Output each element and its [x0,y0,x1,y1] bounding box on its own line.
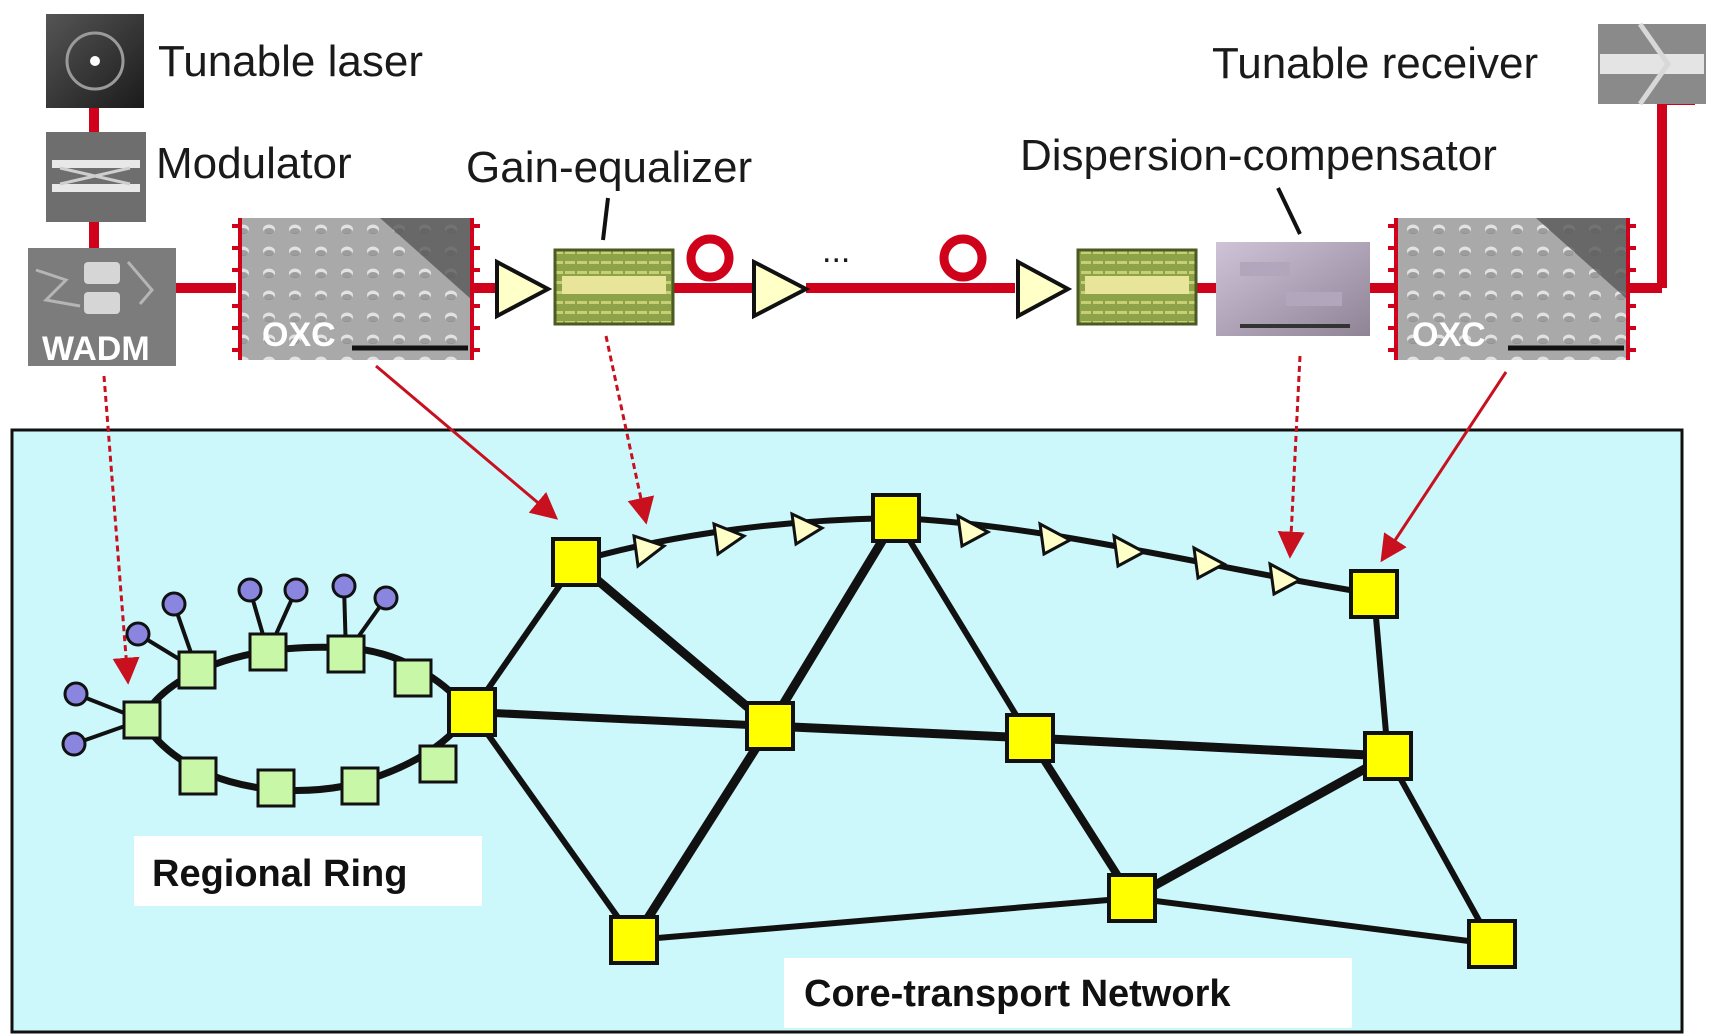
ring-client-nodes [61,573,399,757]
regional-ring-label-box [134,836,482,906]
tunable-receiver-label: Tunable receiver [1212,39,1538,88]
oxc-right-label: OXC [1412,316,1486,354]
oxc-left-photo-icon: OXC [232,218,480,360]
core-nodes [447,493,1517,969]
gain-equalizer-pointer [601,197,610,241]
tunable-laser-label: Tunable laser [158,37,423,86]
core-links [469,515,1495,947]
fiber-spool-2-icon [939,234,987,282]
ellipsis: ... [822,232,850,270]
modulator-label: Modulator [156,139,352,188]
amplifier-3-icon [1016,258,1073,320]
dispersion-compensator-photo-icon [1216,242,1370,336]
mapping-arrows [102,335,1508,685]
gain-equalizer-2-photo-icon [1076,248,1198,326]
oxc-right-photo-icon: OXC [1388,218,1636,360]
dispersion-compensator-pointer [1276,187,1302,235]
tunable-receiver-photo-icon [1598,22,1706,106]
core-network-label: Core-transport Network [804,973,1231,1015]
oxc-left-label: OXC [262,316,336,354]
wadm-label: WADM [42,330,150,368]
gain-equalizer-label: Gain-equalizer [466,143,752,192]
core-amplifiers [632,511,1304,597]
modulator-photo-icon [46,132,146,222]
wadm-photo-icon: WADM [28,248,176,368]
tunable-laser-photo-icon [46,14,144,108]
ring-nodes [122,632,458,808]
amplifier-2-icon [752,258,811,320]
core-network-label-box [784,958,1352,1028]
fiber-spool-1-icon [686,234,734,282]
amplifier-1-icon [495,258,553,320]
regional-ring-label: Regional Ring [152,853,407,895]
dispersion-compensator-label: Dispersion-compensator [1020,131,1497,180]
gain-equalizer-photo-icon [553,248,675,326]
fiber-link [89,95,1695,293]
